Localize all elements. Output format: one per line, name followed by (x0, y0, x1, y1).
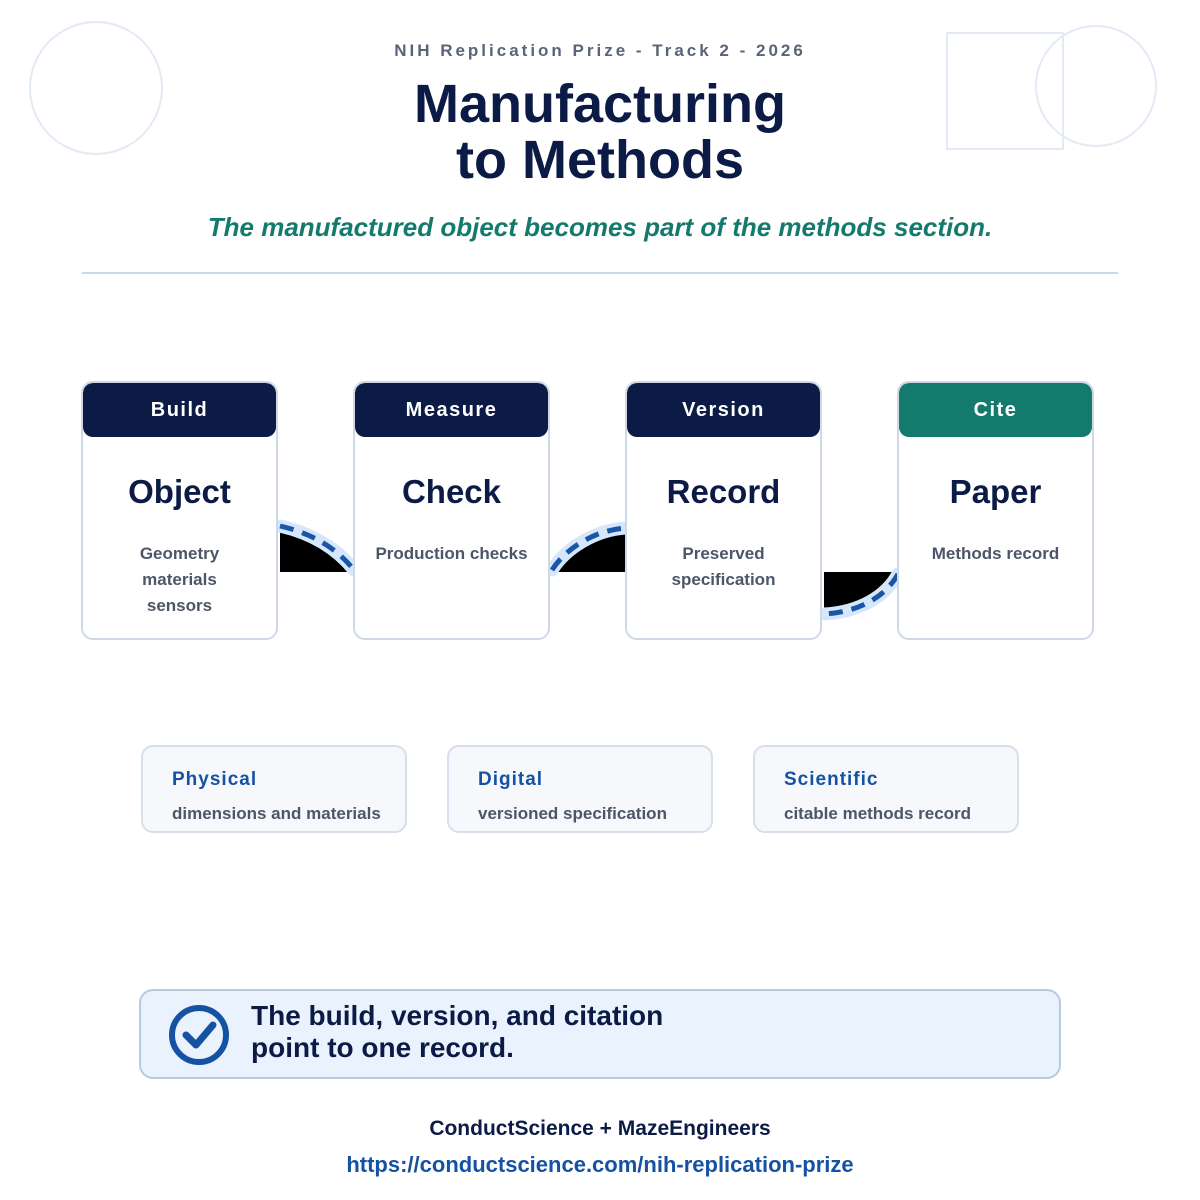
stage-title: Paper (949, 473, 1042, 510)
stage-description-line: materials (142, 570, 217, 589)
stage-description: Production checks (355, 541, 548, 567)
page-title: Manufacturing to Methods (0, 76, 1200, 188)
stage-title: Object (128, 473, 231, 510)
connector-build-measure (273, 519, 361, 577)
connector-measure-version (545, 521, 633, 577)
stage-card-version: Version Record Preserved specification (625, 381, 822, 640)
facet-title: Physical (172, 769, 258, 790)
stage-description-line: Production checks (375, 544, 528, 563)
stage-title: Check (401, 473, 502, 510)
stage-description-line: Methods record (931, 544, 1060, 563)
footer-brand: ConductScience + MazeEngineers (429, 1117, 771, 1140)
stage-card-cite: Cite Paper Methods record (897, 381, 1094, 640)
stage-description-line: Geometry (139, 544, 220, 563)
stage-card-measure: Measure Check Production checks (353, 381, 550, 640)
header-divider (82, 272, 1118, 274)
facet-text: dimensions and materials (172, 804, 381, 823)
facet-title: Digital (478, 769, 544, 790)
page-title-line-1: Manufacturing (414, 74, 786, 134)
connector-version-cite (817, 567, 905, 621)
footer-url-link[interactable]: https://conductscience.com/nih-replicati… (346, 1152, 854, 1177)
stage-description: Preserved specification (627, 541, 820, 593)
stage-tag: Cite (899, 383, 1092, 437)
page-subtitle: The manufactured object becomes part of … (207, 212, 993, 242)
stage-card-build: Build Object Geometry materials sensors (81, 381, 278, 640)
stage-tag: Build (83, 383, 276, 437)
stage-description: Methods record (899, 541, 1092, 567)
facet-text: citable methods record (784, 804, 972, 823)
stage-description-line: specification (671, 570, 776, 589)
stage-tag: Version (627, 383, 820, 437)
stage-description: Geometry materials sensors (83, 541, 276, 619)
stage-description-line: Preserved (682, 544, 765, 563)
page-title-line-2: to Methods (456, 130, 744, 190)
stage-description-line: sensors (146, 596, 213, 615)
check-circle-icon (169, 1005, 229, 1065)
facet-physical: Physical dimensions and materials (141, 745, 407, 833)
stage-title: Record (666, 473, 781, 510)
event-kicker: NIH Replication Prize - Track 2 - 2026 (394, 41, 806, 60)
callout-line-2: point to one record. (251, 1032, 514, 1063)
stage-tag: Measure (355, 383, 548, 437)
facet-digital: Digital versioned specification (447, 745, 713, 833)
facet-title: Scientific (784, 769, 879, 790)
callout-line-1: The build, version, and citation (251, 1000, 664, 1031)
summary-callout: The build, version, and citation point t… (139, 989, 1061, 1079)
callout-text: The build, version, and citation point t… (251, 1000, 811, 1064)
facet-text: versioned specification (478, 804, 667, 823)
facet-scientific: Scientific citable methods record (753, 745, 1019, 833)
